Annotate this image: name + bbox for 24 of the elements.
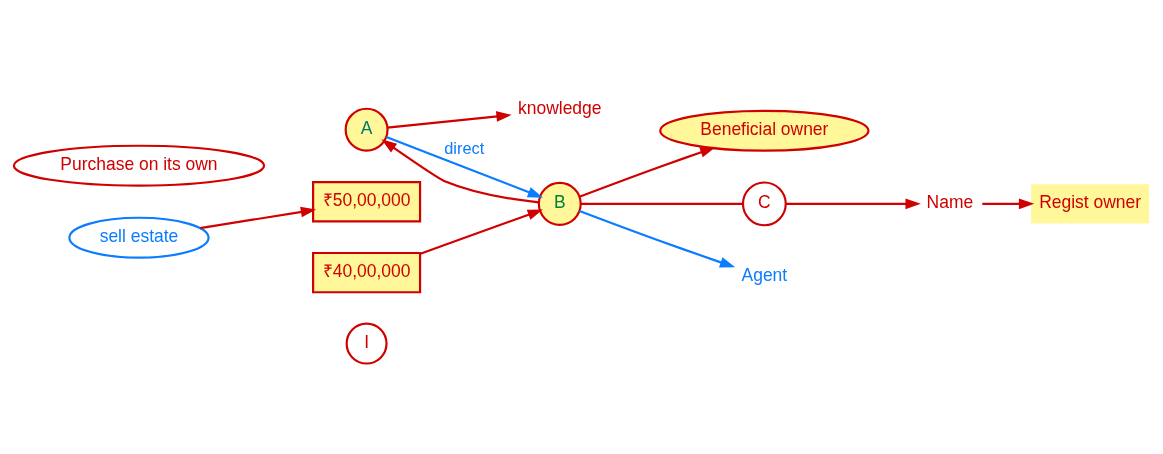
arrow <box>385 135 543 198</box>
node-text: Agent <box>741 265 788 286</box>
node-circle: A <box>344 107 389 152</box>
node-ellipse: Purchase on its own <box>12 144 266 187</box>
arrow <box>387 111 512 129</box>
arrow <box>786 198 921 210</box>
connector <box>580 202 743 205</box>
arrow <box>200 206 317 230</box>
edge-label: direct <box>444 138 485 157</box>
node-circle: B <box>537 181 582 226</box>
node-circle: I <box>345 322 388 365</box>
arrow <box>381 139 540 204</box>
node-ellipse: sell estate <box>68 216 210 259</box>
node-text: Name <box>926 192 974 213</box>
node-box: Regist owner <box>1031 184 1150 224</box>
arrow <box>579 209 736 268</box>
node-circle: C <box>741 181 787 227</box>
node-text: knowledge <box>518 98 602 119</box>
arrow <box>579 147 716 198</box>
arrow <box>982 198 1035 210</box>
node-box: ₹50,00,000 <box>312 180 422 223</box>
node-box: ₹40,00,000 <box>312 251 422 294</box>
arrow <box>420 209 543 255</box>
node-ellipse: Beneficial owner <box>659 109 870 152</box>
